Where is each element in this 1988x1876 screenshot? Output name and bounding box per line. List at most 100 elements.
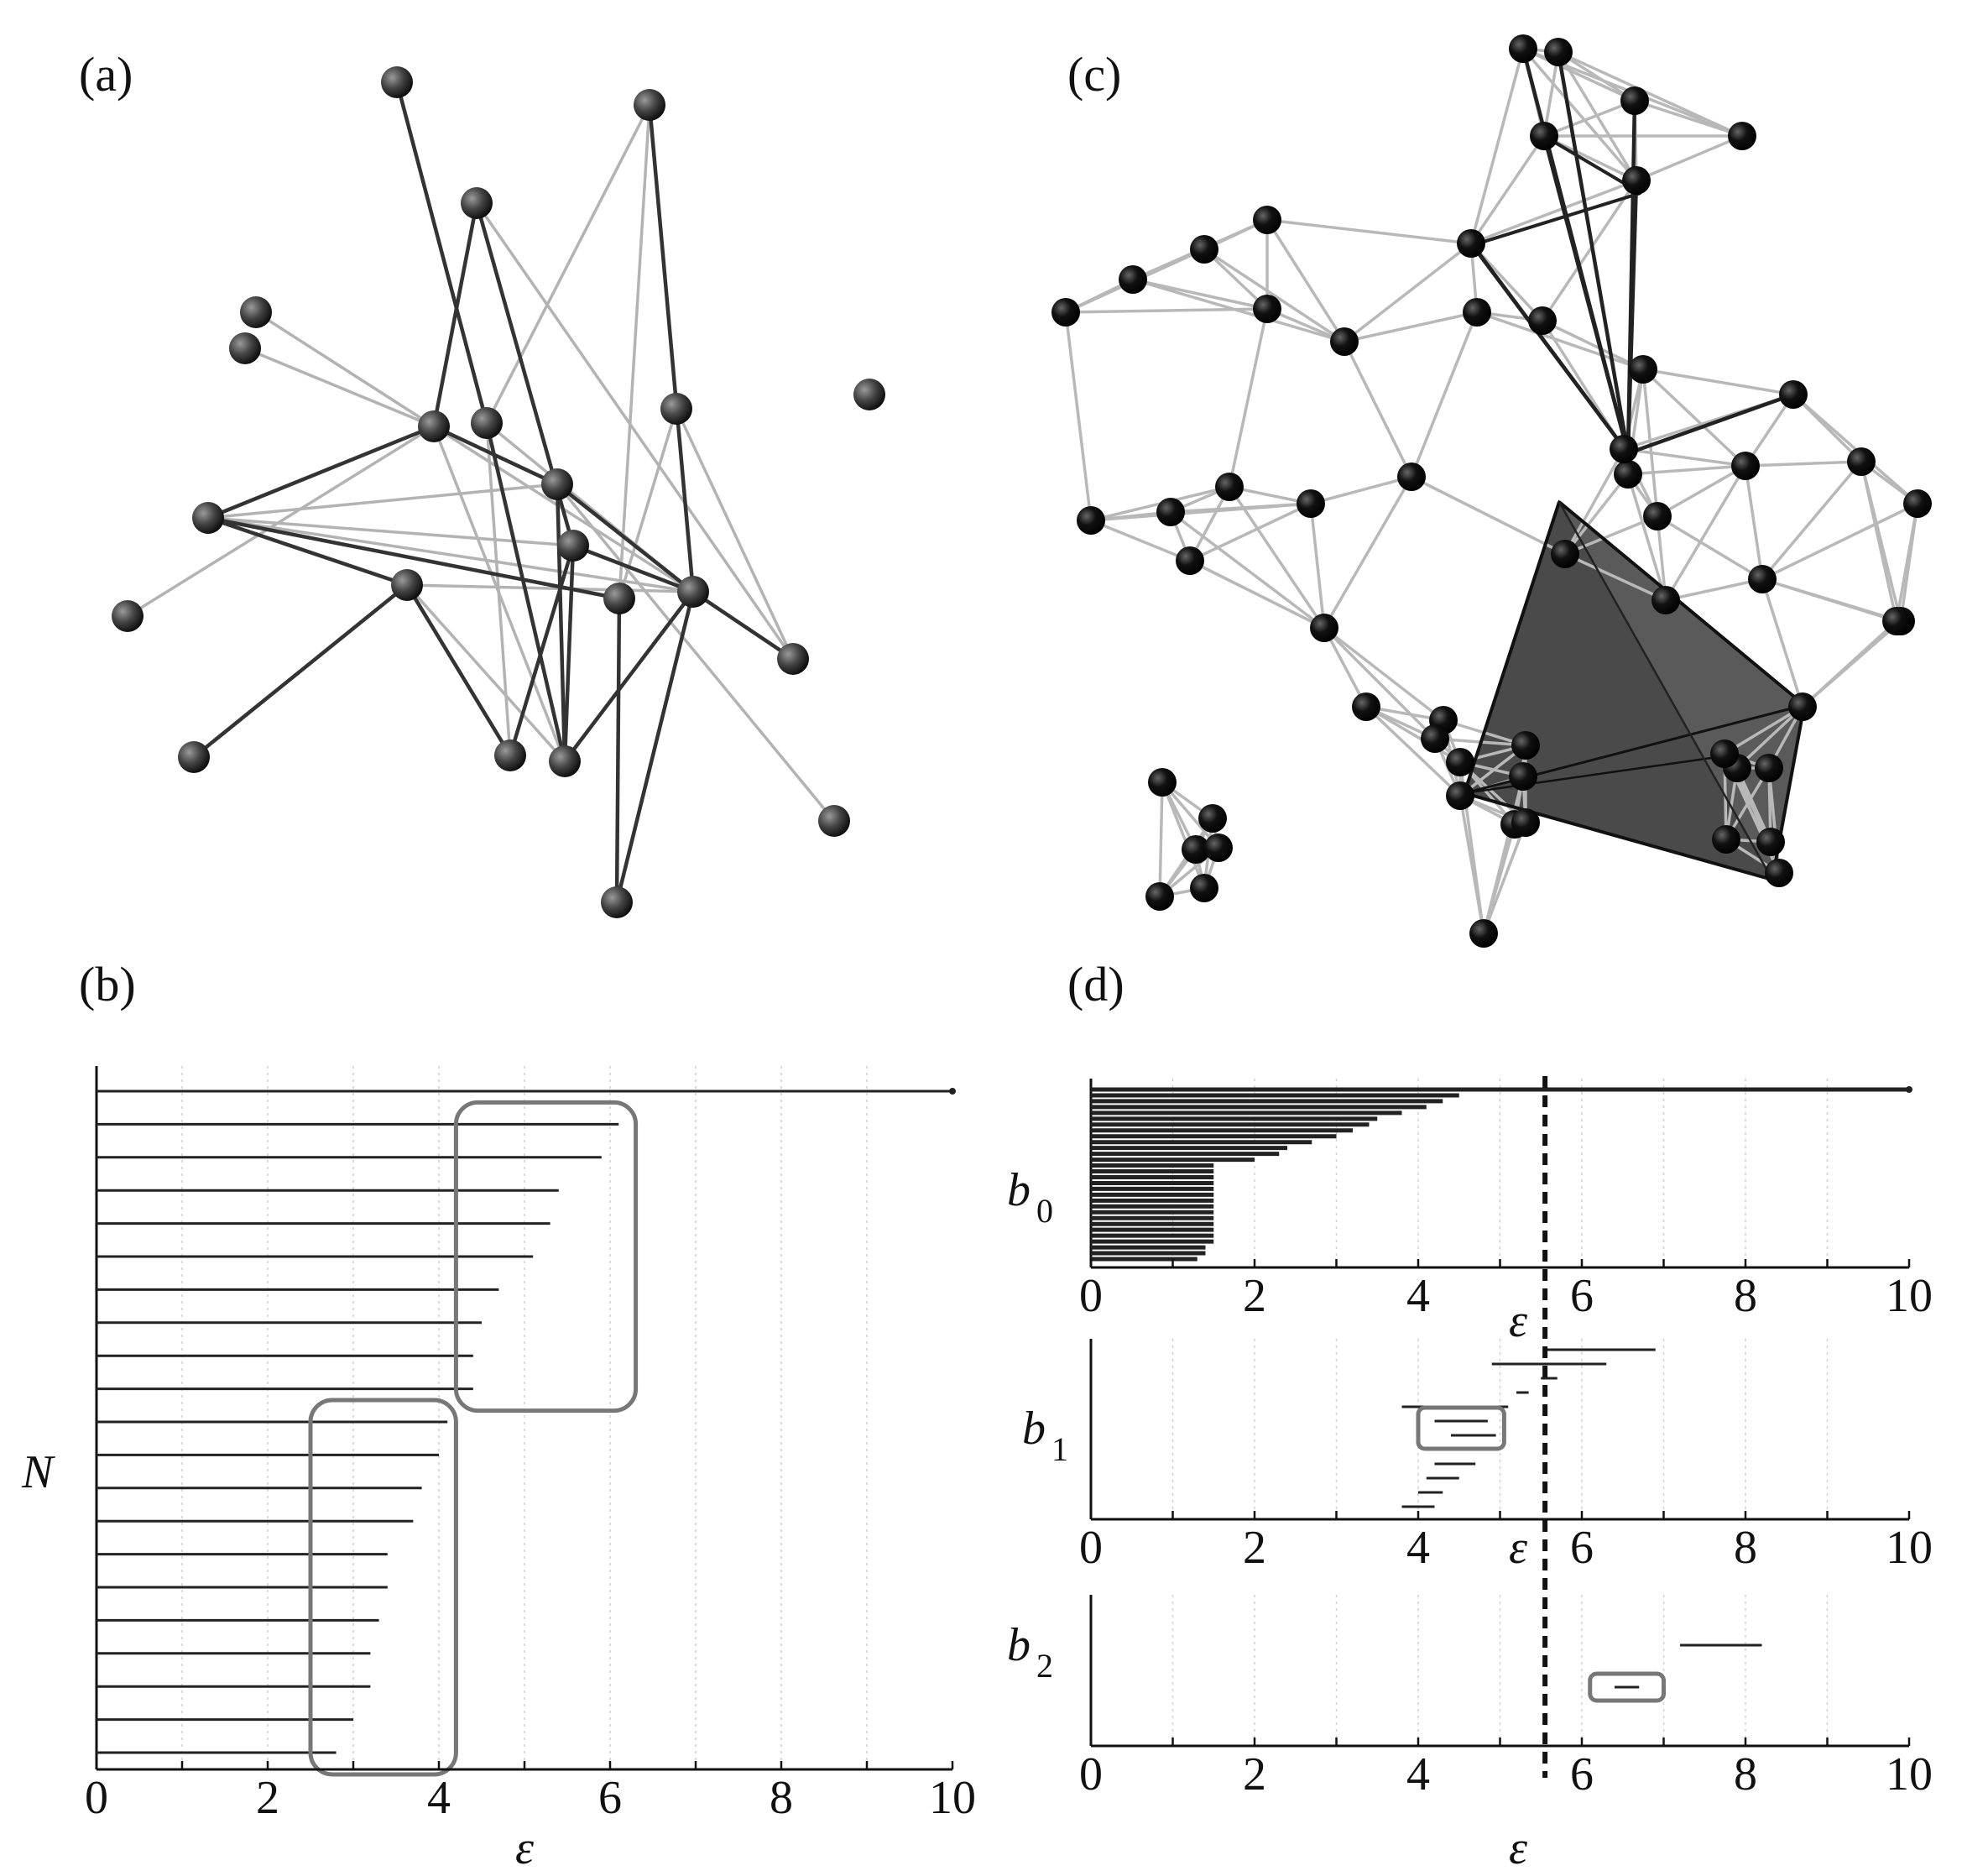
network-a-node xyxy=(192,502,224,534)
network-c-edge xyxy=(1664,465,1747,601)
network-c-edge xyxy=(1542,319,1644,371)
svg-text:b: b xyxy=(1007,1619,1031,1671)
svg-text:2: 2 xyxy=(1036,1647,1053,1685)
network-c-edge xyxy=(1170,502,1312,514)
network-c-edge xyxy=(1556,51,1631,454)
x-tick-label: 8 xyxy=(770,1772,793,1824)
network-c-edge xyxy=(1323,626,1445,722)
x-tick-label: 6 xyxy=(598,1772,622,1824)
network-c-edge xyxy=(1343,341,1413,478)
network-c-edge xyxy=(1563,473,1630,556)
network-c-edge xyxy=(1065,307,1268,314)
network-c-edge xyxy=(1657,464,1746,518)
network-a-edge xyxy=(485,104,651,424)
network-a-node xyxy=(240,296,272,328)
network-c-node xyxy=(1176,546,1204,575)
network-c-edge xyxy=(1744,394,1795,467)
network-a-node xyxy=(178,741,210,773)
network-c-edge xyxy=(1203,248,1345,343)
network-c-edge xyxy=(1464,792,1773,881)
barcode-bar-end xyxy=(1906,1086,1912,1093)
network-a-edge xyxy=(394,81,489,424)
network-c-edge xyxy=(1411,475,1566,556)
network-a-edge xyxy=(207,483,558,520)
network-c-edge xyxy=(1228,486,1326,629)
highlight-box xyxy=(308,1398,458,1777)
network-c-node xyxy=(1643,502,1672,530)
network-c-node xyxy=(1421,724,1449,753)
network-a xyxy=(112,66,885,918)
network-c-edge xyxy=(1521,48,1631,454)
network-a-edge xyxy=(562,545,576,762)
network-c-edge xyxy=(1543,99,1636,138)
x-tick-label: 2 xyxy=(1243,1270,1266,1322)
network-c-node xyxy=(1620,86,1649,115)
network-c-edge xyxy=(1476,311,1644,371)
network-c-edge xyxy=(1761,577,1897,623)
network-c-node xyxy=(1297,489,1325,518)
barcode-chart-d: b b0 0 b b1 1 b b2 2 ε ε ε 0246810024681… xyxy=(1007,1076,1933,1874)
network-c-edge xyxy=(1410,311,1479,478)
network-c-node xyxy=(1528,306,1557,335)
network-c-node xyxy=(1610,435,1638,463)
network-a-edge xyxy=(485,422,512,756)
x-tick-label: 10 xyxy=(929,1772,976,1824)
x-tick-label: 4 xyxy=(1406,1748,1430,1800)
network-c-edge xyxy=(1065,218,1268,314)
network-c-node xyxy=(1148,768,1177,797)
network-c-edge xyxy=(1801,619,1898,708)
network-a-edge xyxy=(572,543,694,594)
ylabel-b: N xyxy=(21,1446,55,1498)
x-tick-label: 10 xyxy=(1886,1748,1933,1800)
network-c-edge xyxy=(1469,135,1546,244)
network-a-edge xyxy=(614,598,622,903)
network-c-edge xyxy=(1364,705,1462,797)
network-c-node xyxy=(1446,781,1474,810)
network-c-node xyxy=(1903,489,1932,518)
network-c-edge xyxy=(1627,464,1746,476)
network-a-node xyxy=(634,89,665,121)
network-a-edge xyxy=(556,483,695,593)
x-tick-label: 10 xyxy=(1886,1522,1933,1574)
network-c-edge xyxy=(1464,754,1730,795)
network-c-edge xyxy=(1761,502,1918,581)
panel-label-a: (a) xyxy=(79,47,133,102)
network-c-edge xyxy=(1724,705,1803,755)
network-a-edge xyxy=(127,425,435,618)
network-c-edge xyxy=(1469,242,1630,455)
ylabel-b1: b b1 1 xyxy=(1022,1403,1068,1468)
x-tick-label: 2 xyxy=(256,1772,279,1824)
network-c-node xyxy=(1190,874,1218,902)
network-a-node xyxy=(601,886,633,918)
network-c-edge xyxy=(1323,476,1413,629)
network-c-edge xyxy=(1090,519,1191,562)
network-c-node xyxy=(1651,586,1680,614)
network-a-node xyxy=(381,66,413,98)
network-c-edge xyxy=(1627,392,1794,456)
xlabel-b: ε xyxy=(515,1822,535,1874)
x-tick-label: 0 xyxy=(85,1772,108,1824)
network-c-node xyxy=(1119,265,1147,294)
network-c-edge xyxy=(1482,776,1525,934)
barcode-bar-end xyxy=(949,1088,956,1095)
network-c-node xyxy=(1728,122,1756,150)
xlabel-d-b0: ε xyxy=(1509,1295,1528,1347)
highlight-box xyxy=(1416,1405,1506,1451)
network-c-node xyxy=(1463,298,1491,327)
network-c-edge xyxy=(1625,180,1639,454)
network-c-node xyxy=(1629,355,1657,384)
network-c-node xyxy=(1215,473,1244,501)
network-c-node xyxy=(1509,762,1537,791)
network-c-edge xyxy=(1558,50,1743,138)
network-c-edge xyxy=(1558,501,1774,881)
network-c-node xyxy=(1469,919,1498,948)
network-c-edge xyxy=(1895,503,1919,622)
svg-text:b: b xyxy=(1022,1403,1046,1455)
network-c-node xyxy=(1614,460,1642,489)
xlabel-d-b2: ε xyxy=(1509,1822,1528,1874)
network-c-edge xyxy=(1636,134,1743,182)
x-tick-label: 4 xyxy=(1406,1522,1430,1574)
x-tick-label: 6 xyxy=(1570,1748,1594,1800)
highlight-box xyxy=(1588,1671,1666,1703)
network-c-edge xyxy=(1064,311,1093,521)
